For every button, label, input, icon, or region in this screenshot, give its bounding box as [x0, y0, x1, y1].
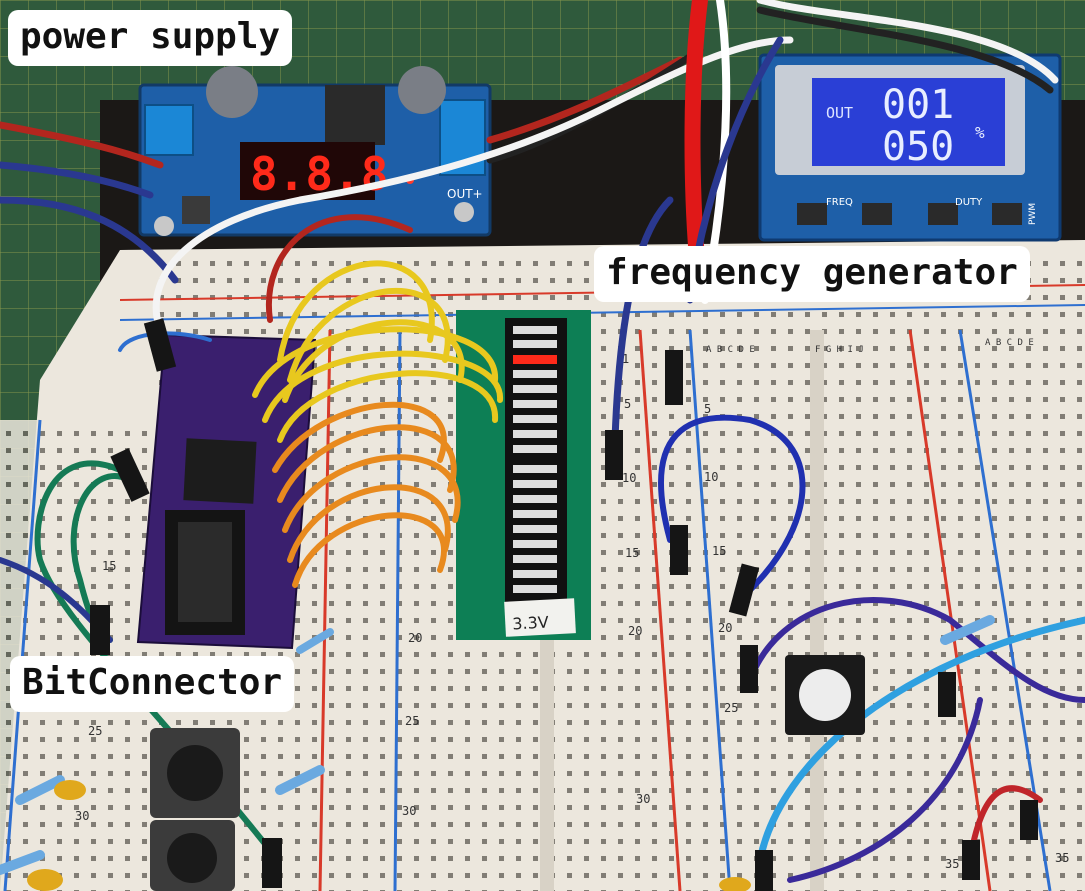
row-number: 20 [408, 631, 422, 645]
led-bar-segments [513, 326, 557, 593]
tape-label-text: 3.3V [512, 613, 549, 634]
row-number: 10 [622, 471, 636, 485]
duty-minus-button [928, 203, 958, 225]
row-number: 30 [636, 792, 650, 806]
led-bar-module: 3.3V [456, 310, 591, 640]
row-number: 10 [704, 470, 718, 484]
lcd-percent-unit: % [975, 123, 985, 142]
power-supply-module: 8.8.8 OUT+ [138, 66, 492, 237]
microcontroller-chip [183, 438, 257, 504]
frequency-generator-module: OUT 001 050 % FREQ DUTY PWM [758, 53, 1062, 242]
lcd-out-label: OUT [826, 104, 853, 122]
row-number: 20 [628, 624, 642, 638]
column-letters: F G H I J [815, 345, 864, 355]
tactile-button [182, 196, 210, 224]
inductor [325, 85, 385, 145]
capacitor [206, 66, 258, 118]
freq-minus-button [797, 203, 827, 225]
frequency-generator-label: frequency generator [594, 246, 1030, 302]
duty-button-label: DUTY [955, 197, 983, 208]
column-letters: A B C D E [985, 338, 1034, 348]
mount-screw [454, 202, 474, 222]
duty-plus-button [992, 203, 1022, 225]
jumper-wires-yellow-orange [252, 260, 504, 588]
freq-button-label: FREQ [826, 197, 853, 208]
resistors [0, 615, 995, 891]
pwm-label: PWM [1028, 203, 1038, 225]
jumper-connectors [90, 318, 1038, 891]
power-supply-label: power supply [8, 10, 293, 66]
row-number: 5 [624, 397, 631, 411]
lcd-frequency-value: 001 [882, 82, 954, 128]
row-number: 15 [712, 544, 726, 558]
row-number: 30 [75, 809, 89, 823]
row-number: 25 [88, 724, 102, 738]
row-number: 35 [945, 857, 959, 871]
bitconnector-label: BitConnector [10, 656, 295, 712]
row-number: 20 [718, 621, 732, 635]
tape-label [504, 598, 576, 637]
lit-led-segment [513, 355, 557, 364]
mount-screw [154, 216, 174, 236]
out-plus-label: OUT+ [447, 187, 483, 201]
power-supply-display-digits: 8.8.8 [250, 147, 388, 201]
row-number: 15 [102, 559, 116, 573]
row-number: 35 [1055, 851, 1069, 865]
rail-blue-line [393, 329, 402, 891]
screw-terminal [144, 104, 194, 156]
freq-plus-button [862, 203, 892, 225]
row-number: 30 [402, 804, 416, 818]
row-number: 25 [724, 701, 738, 715]
capacitor [398, 66, 446, 114]
row-number: 15 [625, 546, 639, 560]
column-letters: A B C D E [706, 345, 755, 355]
lcd-screen [812, 78, 1005, 166]
lcd-duty-value: 050 [882, 124, 954, 170]
row-number: 1 [622, 352, 629, 366]
tactile-push-buttons [150, 655, 865, 891]
row-number: 25 [405, 714, 419, 728]
row-number: 5 [704, 402, 711, 416]
